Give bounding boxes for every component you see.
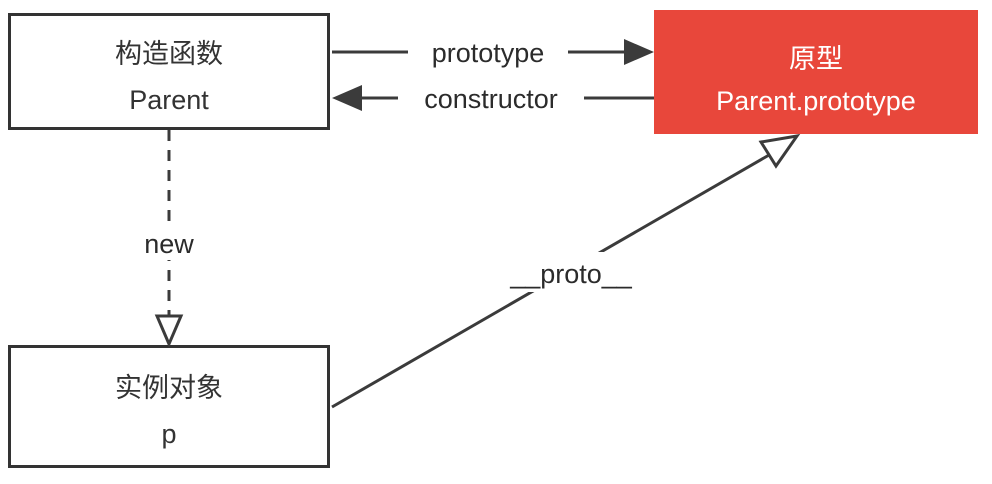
constructor-edge-arrowhead	[332, 85, 362, 111]
proto-edge-label-backdrop	[492, 252, 650, 292]
new-edge-label-backdrop	[130, 222, 208, 260]
constructor-function-label-cn: 构造函数	[115, 39, 223, 69]
constructor-edge[interactable]: constructor	[332, 79, 654, 117]
new-edge-label: new	[144, 229, 194, 259]
prototype-edge-label-backdrop	[408, 33, 568, 71]
prototype-object-box-rect	[654, 10, 978, 134]
constructor-function-box[interactable]: 构造函数 Parent	[8, 13, 330, 130]
new-edge[interactable]: new	[130, 130, 208, 348]
proto-edge-label: __proto__	[509, 259, 633, 289]
instance-object-label-en: p	[161, 419, 176, 449]
constructor-edge-label: constructor	[424, 84, 558, 114]
proto-edge-arrowhead	[758, 133, 801, 169]
instance-object-label-cn: 实例对象	[115, 373, 223, 403]
constructor-function-label-en: Parent	[129, 85, 209, 115]
new-edge-arrowhead	[154, 314, 184, 348]
prototype-object-label-cn: 原型	[789, 44, 843, 74]
prototype-object-label-en: Parent.prototype	[716, 86, 916, 116]
prototype-object-box[interactable]: 原型 Parent.prototype	[654, 10, 978, 134]
instance-object-box[interactable]: 实例对象 p	[8, 345, 330, 468]
prototype-edge-arrowhead	[624, 39, 654, 65]
prototype-edge-label: prototype	[432, 38, 545, 68]
constructor-function-box-rect	[8, 13, 330, 130]
prototype-edge[interactable]: prototype	[332, 33, 654, 71]
constructor-edge-label-backdrop	[398, 79, 584, 117]
proto-edge[interactable]: __proto__	[331, 133, 801, 409]
